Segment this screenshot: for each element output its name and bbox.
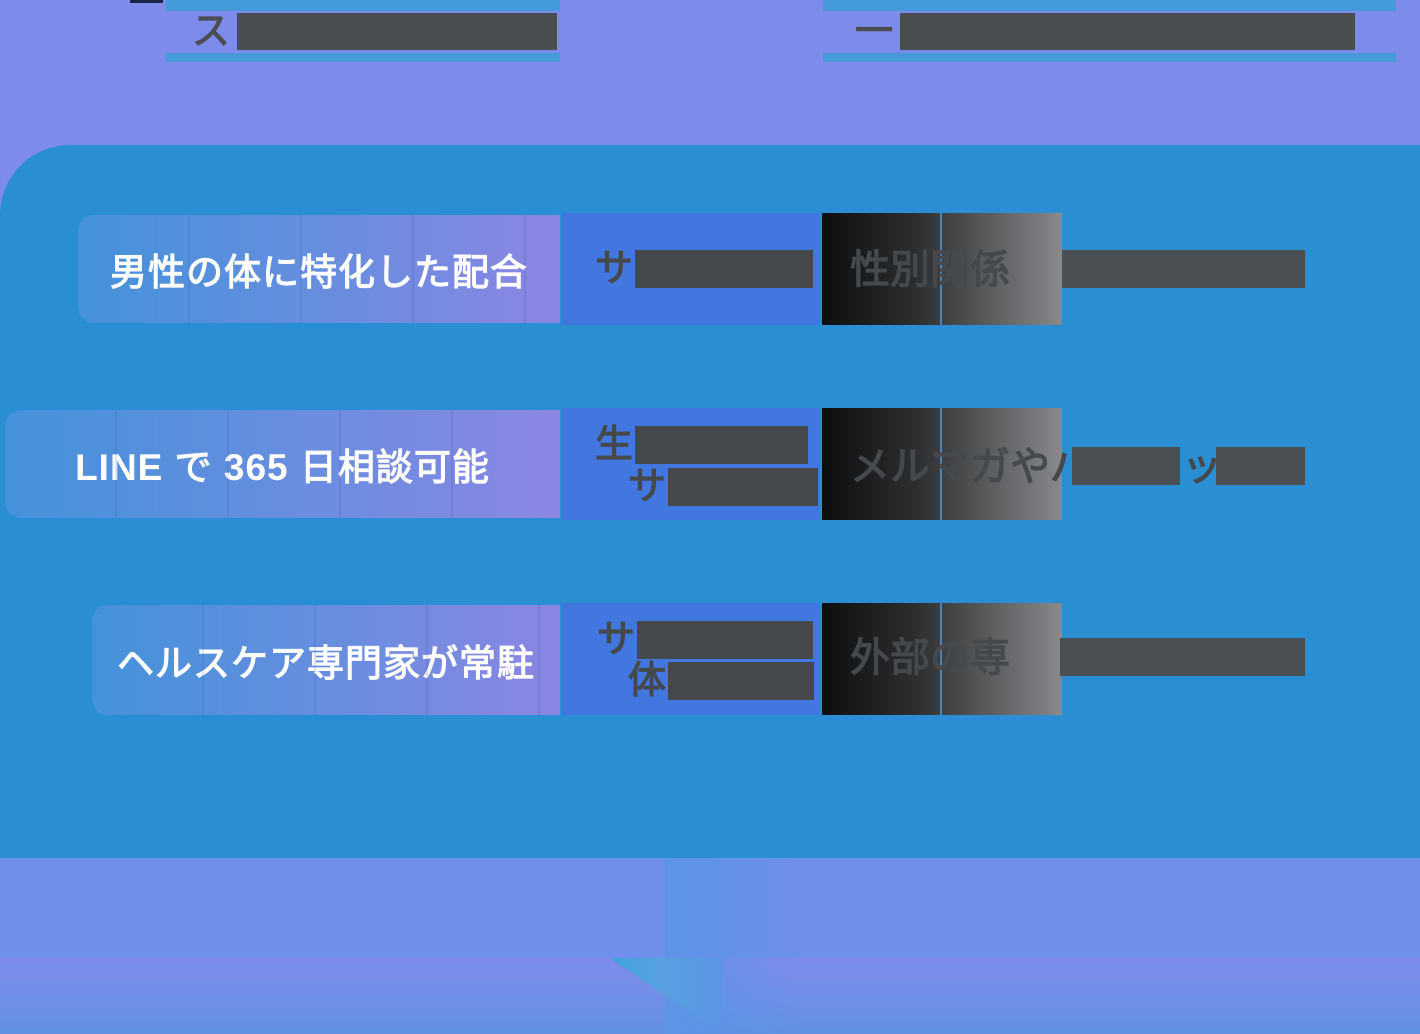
feature-label: 男性の体に特化した配合 [110, 252, 528, 293]
feature-box-formulation: 男性の体に特化した配合 [78, 215, 560, 323]
mid-box-row1: サ [562, 213, 820, 325]
redacted-text-block [668, 468, 819, 506]
mid-visible-char: 体 [628, 660, 667, 702]
mid-box-row2: 生 サ [562, 408, 820, 520]
mid-text-line: サ [628, 466, 819, 508]
mid-visible-char: 生 [595, 424, 634, 466]
feature-box-healthcare-experts: ヘルスケア専門家が常駐 [92, 605, 560, 715]
grid-line [940, 408, 942, 520]
mid-visible-char: サ [597, 619, 636, 661]
feature-label: ヘルスケア専門家が常駐 [117, 643, 535, 684]
redacted-text-block [637, 621, 814, 659]
dark-gradient-box-row1 [822, 213, 1062, 325]
redacted-text-block [635, 250, 814, 288]
header-generic-visible-text: 一 [855, 11, 894, 53]
dark-gradient-box-row2 [822, 408, 1062, 520]
mid-text-line: サ [595, 248, 814, 290]
redacted-text-block [237, 13, 557, 50]
mid-text-line: 体 [628, 660, 815, 702]
redacted-text-block [635, 426, 809, 464]
dark-gradient-box-row3 [822, 603, 1062, 715]
redacted-text-block [900, 13, 1355, 50]
cropped-artifact-bar [130, 0, 163, 3]
competitor-text-fragment-row2: ッ [1182, 445, 1222, 489]
mid-visible-char: サ [628, 466, 667, 508]
header-generic-column: 一 [823, 0, 1396, 62]
competitor-text-row2: メルマガやパ [850, 445, 1090, 489]
redacted-text-block [1060, 638, 1305, 676]
header-product-column: ス [166, 0, 560, 62]
grid-line [940, 213, 942, 325]
mid-text-line: サ [597, 619, 814, 661]
header-product-visible-text: ス [192, 11, 231, 53]
competitor-text-row3: 外部の専 [850, 636, 1010, 680]
redacted-text-block [1216, 447, 1305, 485]
redacted-text-block [668, 662, 815, 700]
feature-box-line-support: LINE で 365 日相談可能 [5, 410, 560, 518]
feature-label: LINE で 365 日相談可能 [75, 447, 490, 488]
mid-visible-char: サ [595, 248, 634, 290]
mid-text-line: 生 [595, 424, 809, 466]
mid-box-row3: サ 体 [562, 603, 820, 715]
redacted-text-block [1062, 250, 1305, 288]
grid-line [940, 603, 942, 715]
competitor-text-row1: 性別関係 [850, 248, 1010, 292]
redacted-text-block [1072, 447, 1180, 485]
